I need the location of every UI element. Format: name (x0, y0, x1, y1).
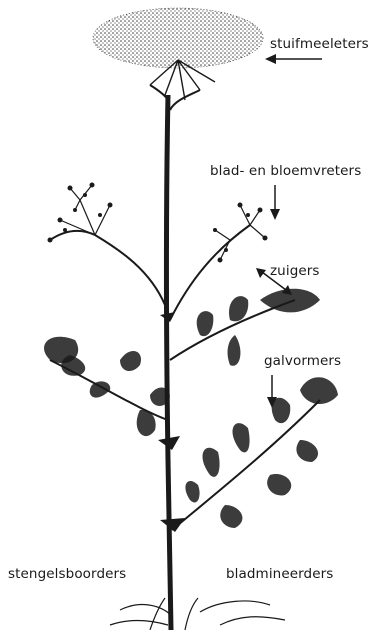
label-blad-bloemvreters: blad- en bloemvreters (210, 163, 361, 179)
main-stem (167, 95, 172, 630)
flower-head (93, 8, 263, 100)
left-flower-branch (48, 183, 166, 306)
label-galvormers: galvormers (264, 353, 341, 369)
arrow-stuifmeeleters (265, 54, 322, 64)
label-stuifmeeleters: stuifmeeleters (270, 36, 369, 52)
right-flower-branch (170, 203, 268, 321)
left-leaves (44, 337, 170, 436)
roots (110, 598, 285, 630)
arrow-blad-bloemvreters (270, 185, 280, 220)
stem-nodes (158, 312, 185, 532)
label-stengelsboorders: stengelsboorders (8, 566, 126, 582)
label-bladmineerders: bladmineerders (226, 566, 333, 582)
lower-right-leaves (172, 377, 338, 530)
label-zuigers: zuigers (270, 263, 320, 279)
